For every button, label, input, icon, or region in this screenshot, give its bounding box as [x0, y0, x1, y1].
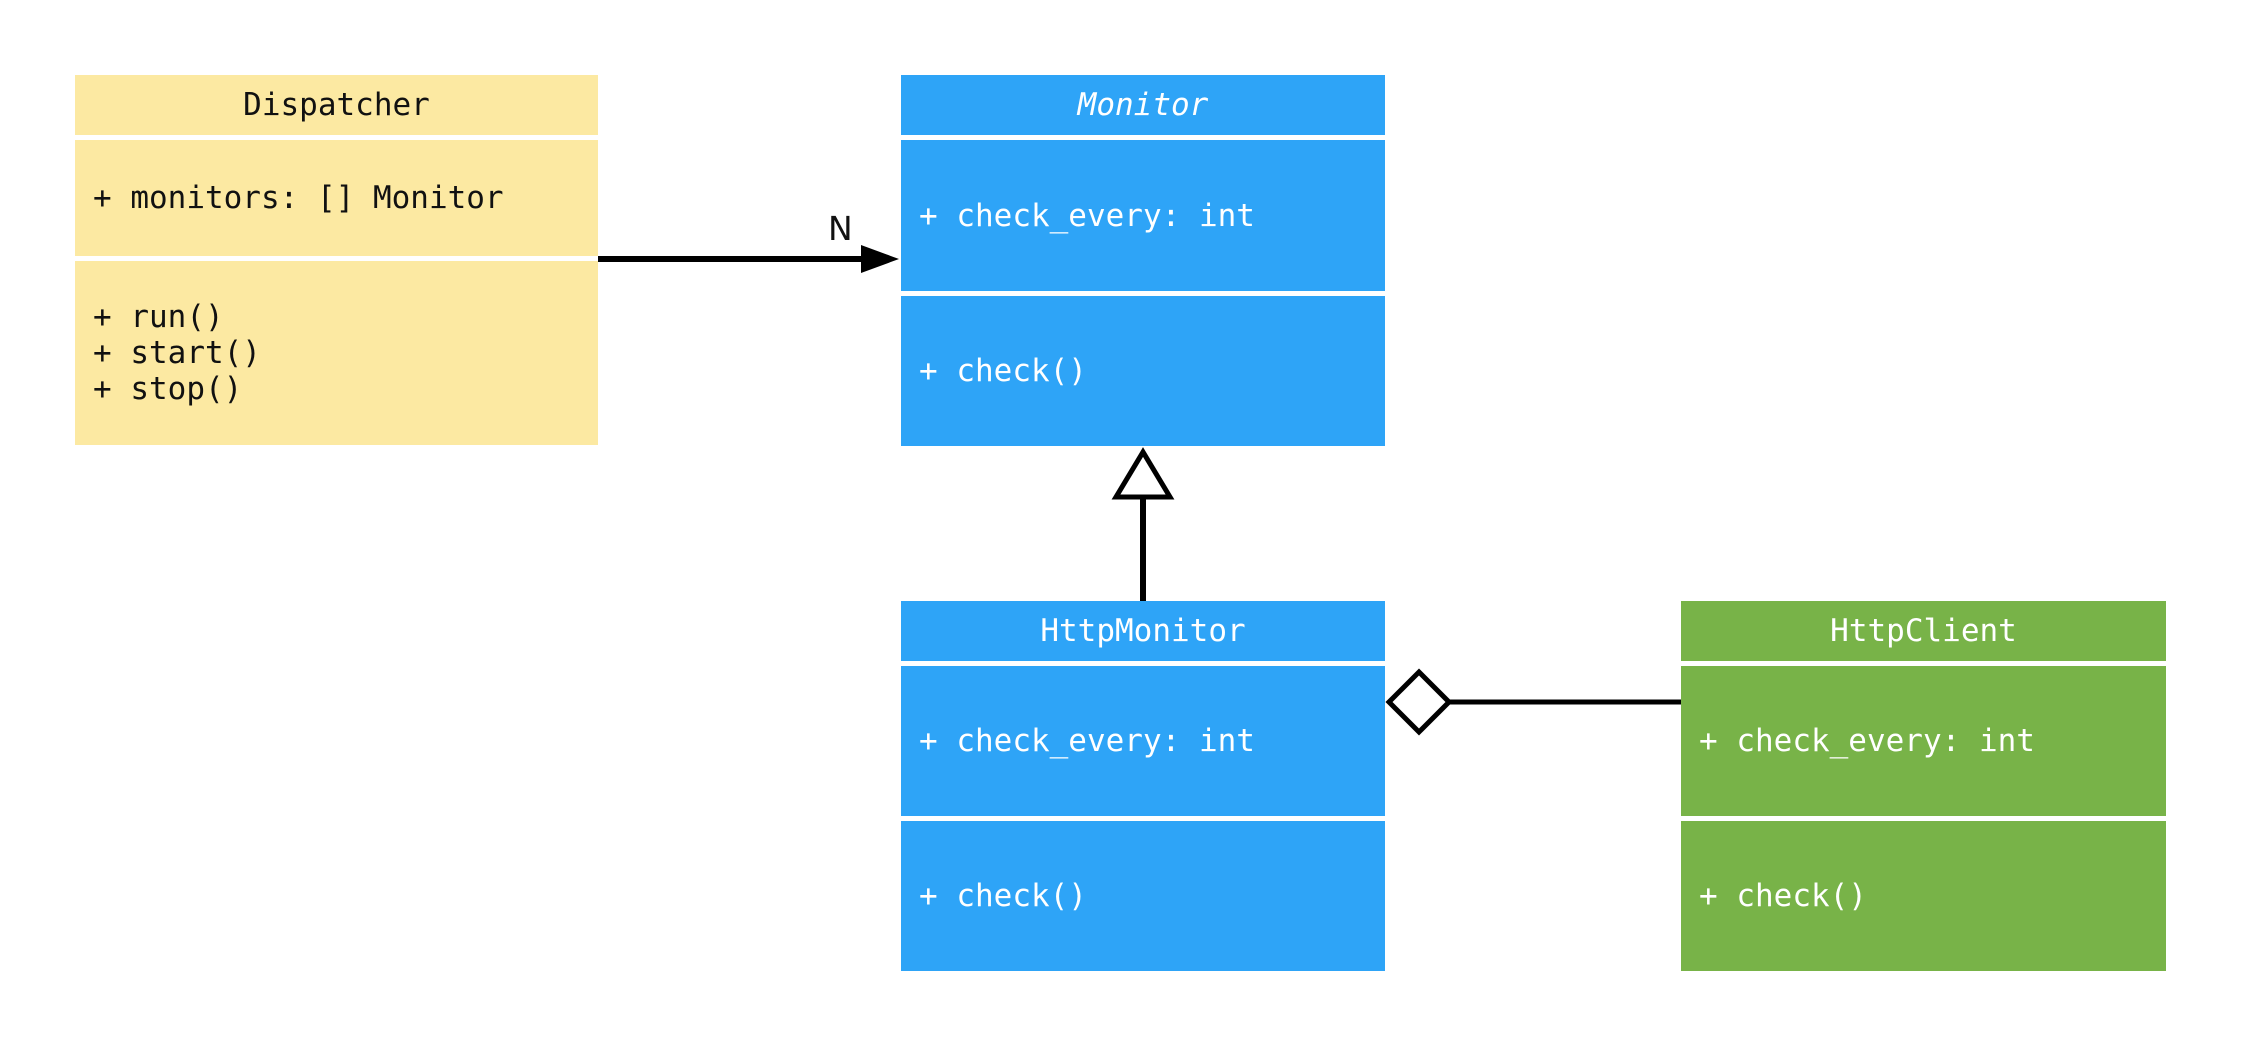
- class-box-dispatcher: Dispatcher + monitors: [] Monitor + run(…: [75, 75, 598, 445]
- class-title: HttpMonitor: [901, 601, 1385, 661]
- association-arrowhead-icon: [861, 245, 899, 273]
- class-name-dispatcher: Dispatcher: [243, 87, 430, 123]
- class-name-httpclient: HttpClient: [1830, 613, 2017, 649]
- attribute-line: + check_every: int: [919, 197, 1255, 234]
- method-line: + run(): [93, 299, 224, 335]
- class-box-httpmonitor: HttpMonitor + check_every: int + check(): [901, 601, 1385, 971]
- method-line: + stop(): [93, 371, 243, 407]
- class-title: HttpClient: [1681, 601, 2166, 661]
- attribute-line: + monitors: [] Monitor: [93, 180, 504, 216]
- class-methods: + check(): [901, 296, 1385, 446]
- method-line: + check(): [1699, 878, 1867, 914]
- class-name-httpmonitor: HttpMonitor: [1040, 613, 1246, 649]
- multiplicity-label: N: [828, 209, 853, 248]
- attribute-line: + check_every: int: [1699, 723, 2035, 759]
- class-attributes: + check_every: int: [901, 666, 1385, 816]
- method-line: + check(): [919, 878, 1087, 914]
- class-attributes: + monitors: [] Monitor: [75, 140, 598, 256]
- class-box-httpclient: HttpClient + check_every: int + check(): [1681, 601, 2166, 971]
- method-line: + check(): [919, 353, 1087, 389]
- class-methods: + run() + start() + stop(): [75, 261, 598, 445]
- class-attributes: + check_every: int: [901, 140, 1385, 291]
- generalization-triangle-icon: [1111, 447, 1175, 500]
- class-attributes: + check_every: int: [1681, 666, 2166, 816]
- class-title: Dispatcher: [75, 75, 598, 135]
- method-line: + start(): [93, 335, 261, 371]
- class-name-monitor: Monitor: [1077, 87, 1209, 123]
- aggregation-diamond-icon: [1385, 668, 1453, 736]
- class-box-monitor: Monitor + check_every: int + check(): [901, 75, 1385, 446]
- attribute-line: + check_every: int: [919, 723, 1255, 759]
- class-methods: + check(): [1681, 821, 2166, 971]
- class-title: Monitor: [901, 75, 1385, 135]
- class-methods: + check(): [901, 821, 1385, 971]
